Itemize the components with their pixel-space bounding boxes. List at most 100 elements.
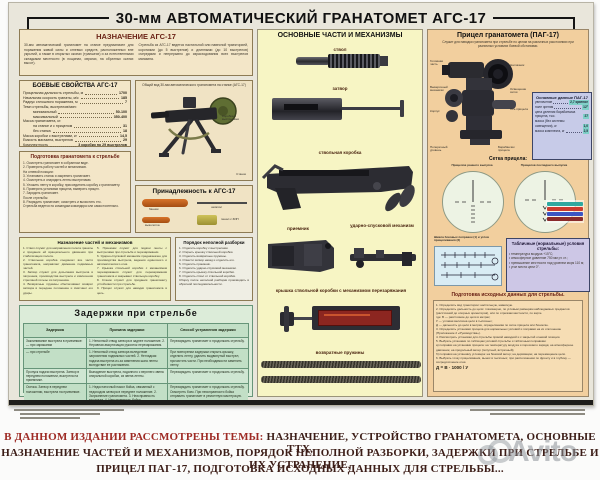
footer-line-1: В ДАННОМ ИЗДАНИИ РАССМОТРЕНЫ ТЕМЫ: НАЗНА…	[0, 431, 600, 455]
part-label-cover: крышка ствольной коробки с механизмом пе…	[275, 288, 407, 293]
stoppage-cell: 1. Неполный отход затвора вследствие заг…	[86, 349, 167, 368]
correction-scale-image	[434, 246, 502, 286]
stoppages-col-header: Задержка	[24, 324, 86, 337]
barrel-image	[296, 54, 388, 68]
reticle-left-label: Прицелов раннего выпуска	[451, 163, 493, 167]
part-label-receiver: ствольная коробка	[318, 150, 362, 155]
spec-row: Темп стрельбы, выстрелов/мин:	[23, 105, 77, 110]
accessory-kit-icon	[197, 215, 217, 225]
sight-part-label: Освещение сетки	[510, 87, 527, 95]
accessory-label: шомпол	[211, 205, 223, 209]
footer-lead: В ДАННОМ ИЗДАНИИ РАССМОТРЕНЫ ТЕМЫ:	[4, 431, 264, 443]
poster: 30-мм АВТОМАТИЧЕСКИЙ ГРАНАТОМЕТ АГС-17 Н…	[8, 2, 594, 406]
stoppages-heading: Задержки при стрельбе	[74, 308, 198, 318]
imprint-line	[470, 409, 585, 411]
reticle-legend	[546, 200, 584, 223]
overview-label-mount: Станок	[236, 171, 246, 176]
section-stoppages: Задержки при стрельбе Задержка Причина з…	[19, 305, 253, 404]
purpose-paragraph-2: Стрельба из АГС-17 ведется настильной ил…	[138, 43, 249, 61]
stoppage-cell: 1. Недостаточный накол бойка, связанный …	[86, 384, 167, 404]
footer-line-2: НАЗНАЧЕНИЕ ЧАСТЕЙ И МЕХАНИЗМОВ, ПОРЯДОК …	[1, 447, 599, 471]
section-disassembly: Порядок неполной разборки 1. Отделить ко…	[175, 237, 253, 301]
sight-data-row: цена деления барабанчика прицела, тыс.27	[535, 109, 589, 120]
avito-watermark-text: Avito	[508, 435, 578, 468]
feeder-image	[268, 240, 334, 272]
section-accessories: Принадлежность к АГС-17 банник шомпол вы…	[135, 185, 253, 233]
stoppages-col-header: Способ устранения задержки	[167, 324, 248, 337]
imprint-line	[20, 413, 100, 415]
table-row: Пропуск подачи выстрела. Затвор в передн…	[24, 367, 248, 384]
poster-title: 30-мм АВТОМАТИЧЕСКИЙ ГРАНАТОМЕТ АГС-17	[115, 9, 487, 27]
conditions-text: • температура воздуха +15°С; • атмосферн…	[509, 252, 585, 269]
sight-part-label: Корпус	[430, 109, 440, 113]
purpose-heading: НАЗНАЧЕНИЕ АГС-17	[96, 32, 176, 41]
bolt-image	[272, 96, 412, 122]
accessory-punch-icon	[142, 217, 170, 223]
section-prep-for-firing: Подготовка гранатомета к стрельбе 1. Осм…	[19, 151, 131, 233]
accessory-label: банник	[149, 207, 159, 211]
sight-part-label: Барабанчик прицела	[498, 145, 515, 153]
stoppage-cell: При повторении задержки открыть крышку, …	[167, 349, 248, 368]
sight-part-label: Ось прицела	[510, 107, 528, 111]
disassembly-heading: Порядок неполной разборки	[183, 240, 245, 245]
trigger-mechanism-image	[350, 248, 416, 268]
stoppage-cell: Осечка. Затвор в переднем положении, выс…	[24, 384, 86, 404]
conditions-box: Табличные (нормальные) условия стрельбы:…	[506, 238, 590, 292]
accessory-rod-icon	[197, 202, 247, 204]
conditions-heading: Табличные (нормальные) условия стрельбы:	[511, 241, 585, 251]
sight-data-heading: Основные данные ПАГ-17	[536, 95, 588, 100]
data-prep-text: 1. Определить вид траектории: настильную…	[436, 303, 574, 364]
range-formula: Д = В · 1000 / У	[436, 364, 469, 370]
section-combat-properties: БОЕВЫЕ СВОЙСТВА АГС-17 Прицельная дально…	[19, 80, 131, 147]
parts-purpose-heading: Назначение частей и механизмов	[57, 240, 133, 245]
part-label-trigger: ударно-спусковой механизм	[350, 223, 414, 228]
table-row: — при стрельбе 1. Неполный отход затвора…	[24, 348, 248, 368]
legend-chip-darkred	[547, 217, 583, 221]
sight-part-label: Наглазник	[510, 63, 525, 67]
accessory-label: пенал с ЗИП	[221, 217, 239, 221]
parts-purpose-col2: 5. Приемник служит для подачи ленты с вы…	[97, 246, 167, 295]
reticle-heading: Сетка прицела:	[488, 156, 528, 162]
stoppage-cell: Перезарядить гранатомет и продолжать стр…	[167, 368, 248, 384]
receiver-image	[261, 164, 415, 212]
disassembly-text: 1. Отделить коробку с выстрелами. 2. Отк…	[179, 246, 249, 287]
sight-part-label: Головная часть	[430, 59, 444, 67]
legend-chip-blue	[547, 212, 583, 216]
footer-line1-rest: НАЗНАЧЕНИЕ, УСТРОЙСТВО ГРАНАТОМЕТА, ОСНО…	[263, 431, 596, 455]
table-row: Заклинивание выстрела в приемнике: — при…	[24, 337, 248, 349]
stoppages-header-row: Задержка Причина задержки Способ устране…	[24, 324, 248, 337]
avito-watermark: Avito	[478, 428, 598, 476]
part-label-springs: возвратные пружины	[315, 350, 365, 355]
stoppages-col-header: Причина задержки	[86, 324, 167, 337]
combat-heading: БОЕВЫЕ СВОЙСТВА АГС-17	[32, 83, 118, 89]
poster-bottom-strip	[9, 400, 593, 405]
cover-image	[280, 304, 402, 334]
stoppage-cell: Перезарядить гранатомет и продолжать стр…	[167, 338, 248, 349]
section-overview-photo: Общий вид 30-мм автоматического гранатом…	[135, 80, 253, 181]
overview-label-ammo-box: Коробка с выстрелами	[222, 114, 240, 122]
stoppage-cell: Выпадение выстрела, поданного с верхнего…	[86, 368, 167, 384]
part-label-bolt: затвор	[332, 86, 348, 91]
sight-part-label: Поперечный уровень	[430, 145, 448, 153]
part-label-feeder: приемник	[287, 226, 309, 231]
section-purpose: НАЗНАЧЕНИЕ АГС-17 30-мм автоматический г…	[19, 29, 253, 76]
pag17-sight-image	[442, 59, 516, 145]
stoppage-cell: Перезарядить гранатомет и продолжать стр…	[167, 384, 248, 404]
stoppage-cell: Заклинивание выстрела в приемнике: — при…	[26, 339, 83, 348]
main-parts-heading: ОСНОВНЫЕ ЧАСТИ И МЕХАНИЗМЫ	[277, 32, 403, 39]
data-prep-box: 1. Определить вид траектории: настильную…	[433, 300, 583, 392]
